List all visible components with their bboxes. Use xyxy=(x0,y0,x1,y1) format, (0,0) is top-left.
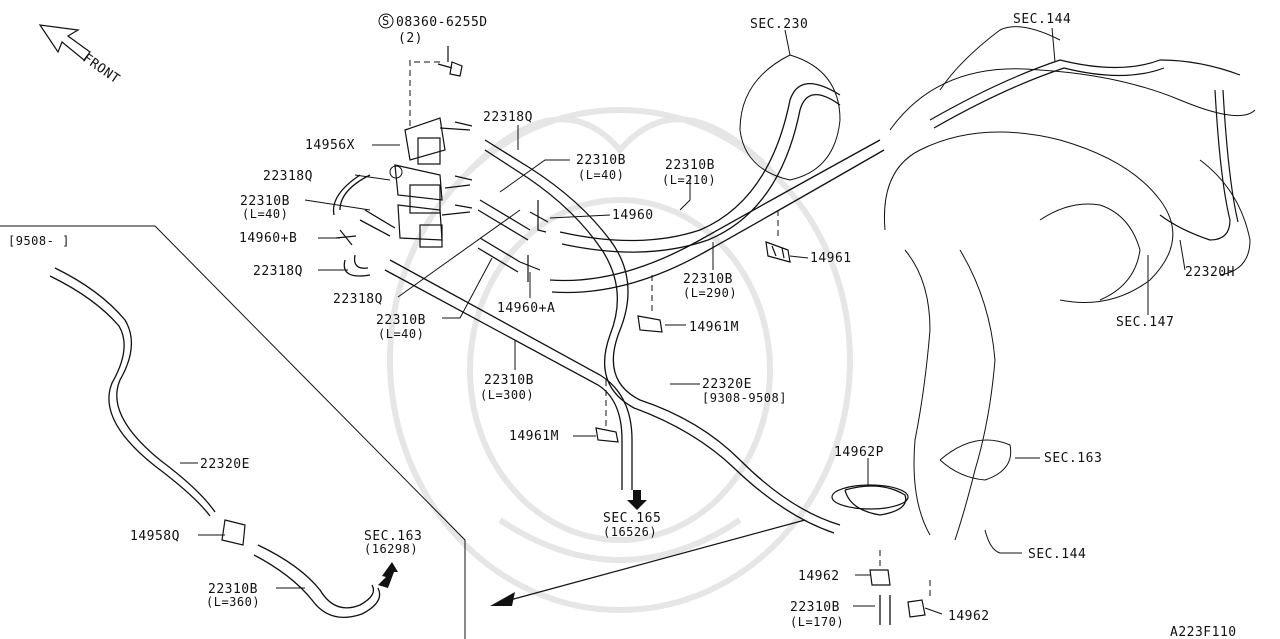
circled-s-icon: S xyxy=(378,13,394,29)
down-arrow-icon xyxy=(627,490,647,510)
connector-14960-icon xyxy=(529,200,549,233)
front-label: FRONT xyxy=(80,51,123,87)
clamp-14962-b-icon xyxy=(907,599,926,618)
label-22310b-40b: 22310B xyxy=(240,194,290,209)
label-22310b-40a-length: (L=40) xyxy=(578,168,624,182)
label-22310b-300-length: (L=300) xyxy=(480,388,534,402)
clamp-14962-a-icon xyxy=(869,569,891,586)
solenoid-valve-assembly xyxy=(389,117,473,248)
label-22310b-40a: 22310B xyxy=(576,153,626,168)
sec230-component xyxy=(739,54,841,181)
bolt-quantity: (2) xyxy=(398,31,423,46)
label-14960-a: 14960+A xyxy=(497,301,555,316)
label-22318q-top: 22318Q xyxy=(483,110,533,125)
connector-14960-a-icon xyxy=(519,255,541,282)
clip-14961-icon xyxy=(765,241,791,263)
label-22310b-360-length: (L=360) xyxy=(206,595,260,609)
leader-lines xyxy=(180,27,1186,615)
engine-outline xyxy=(883,26,1256,541)
label-sec165-ref: (16526) xyxy=(603,525,657,539)
label-14960: 14960 xyxy=(612,208,654,223)
label-22310b-40c: 22310B xyxy=(376,313,426,328)
label-22310b-290: 22310B xyxy=(683,272,733,287)
label-22310b-210: 22310B xyxy=(665,158,715,173)
label-22318q-left: 22318Q xyxy=(263,169,313,184)
bolt-icon xyxy=(437,61,463,77)
label-22318q-low: 22318Q xyxy=(253,264,303,279)
watermark-emblem xyxy=(387,107,853,613)
label-22320e-main: 22320E xyxy=(702,377,752,392)
label-22310b-290-length: (L=290) xyxy=(683,286,737,300)
label-14962p: 14962P xyxy=(834,445,884,460)
label-22310b-360: 22310B xyxy=(208,582,258,597)
label-sec144-top: SEC.144 xyxy=(1013,12,1071,27)
label-22310b-40b-length: (L=40) xyxy=(242,207,288,221)
label-14956x: 14956X xyxy=(305,138,355,153)
label-sec163-right: SEC.163 xyxy=(1044,451,1102,466)
svg-text:S: S xyxy=(382,14,390,28)
label-sec230: SEC.230 xyxy=(750,17,808,32)
label-sec144-bottom: SEC.144 xyxy=(1028,547,1086,562)
label-14961m-b: 14961M xyxy=(509,429,559,444)
front-arrow-icon xyxy=(38,24,91,61)
label-14960-b: 14960+B xyxy=(239,231,297,246)
label-sec147: SEC.147 xyxy=(1116,315,1174,330)
long-arrow-icon xyxy=(490,519,806,606)
inset-up-arrow-icon xyxy=(378,562,398,588)
label-22310b-170: 22310B xyxy=(790,600,840,615)
label-22320h: 22320H xyxy=(1185,265,1235,280)
label-22310b-40c-length: (L=40) xyxy=(378,327,424,341)
inset-hose xyxy=(49,267,381,618)
label-22320e-inset: 22320E xyxy=(200,457,250,472)
label-22318q-mid: 22318Q xyxy=(333,292,383,307)
label-22310b-300: 22310B xyxy=(484,373,534,388)
clip-14961m-a-icon xyxy=(637,315,663,333)
label-14961m-a: 14961M xyxy=(689,320,739,335)
hose-network xyxy=(332,82,907,625)
label-inset-range: [9508- ] xyxy=(8,234,70,248)
label-sec165: SEC.165 xyxy=(603,511,661,526)
diagram-code: A223F110 xyxy=(1170,625,1237,639)
label-sec163-inset-ref: (16298) xyxy=(364,542,418,556)
clip-14961m-b-icon xyxy=(595,427,619,443)
label-sec163-inset: SEC.163 xyxy=(364,529,422,544)
label-22310b-170-length: (L=170) xyxy=(790,615,844,629)
label-14958q: 14958Q xyxy=(130,529,180,544)
inset-frame xyxy=(0,225,466,639)
label-14961: 14961 xyxy=(810,251,852,266)
clamp-14962p-icon xyxy=(831,484,909,510)
bolt-part-number: 08360-6255D xyxy=(396,15,488,30)
label-14962-a: 14962 xyxy=(798,569,840,584)
label-22310b-210-length: (L=210) xyxy=(662,173,716,187)
label-14962-b: 14962 xyxy=(948,609,990,624)
label-22320e-main-range: [9308-9508] xyxy=(702,391,787,405)
